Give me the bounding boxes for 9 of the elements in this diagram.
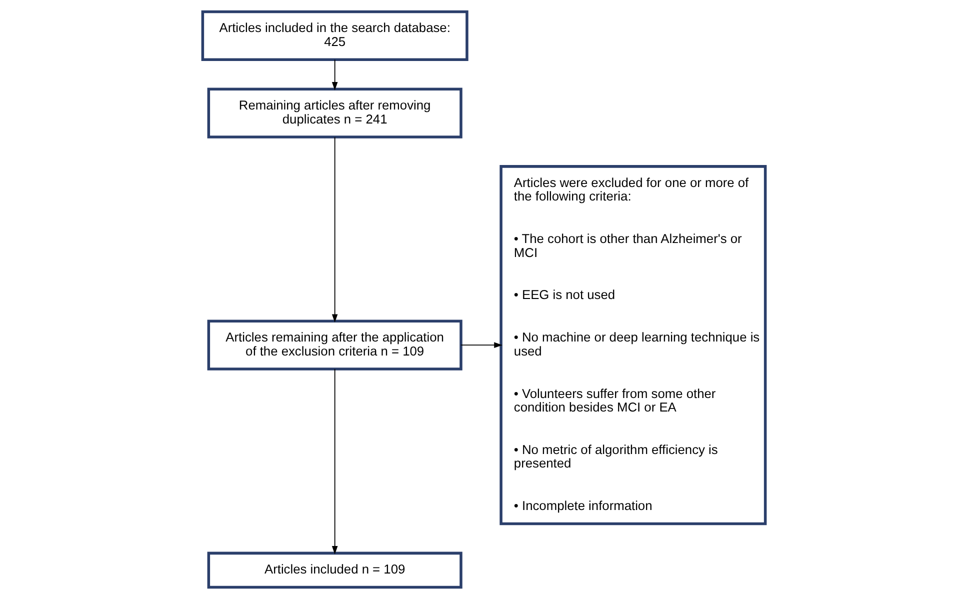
node-box: Articles were excluded for one or more of the following criteria: • The cohort is other than Alzheimer's or MCI • EEG is not used • No machine or deep learning technique is used • Volunteers suffer from some other condition besides MCI or EA • No metric of algorithm efficiency is presented • Incomplete information xyxy=(499,165,766,526)
node-box: Articles included in the search database: 425 xyxy=(200,10,468,61)
node-box: Articles remaining after the application of the exclusion criteria n = 109 xyxy=(206,320,462,370)
arrow xyxy=(331,59,338,90)
arrow xyxy=(331,136,338,322)
node-box: Articles included n = 109 xyxy=(206,552,462,589)
arrow xyxy=(460,342,502,348)
arrow xyxy=(331,368,338,554)
node-box: Remaining articles after removing duplicates n = 241 xyxy=(206,88,462,138)
